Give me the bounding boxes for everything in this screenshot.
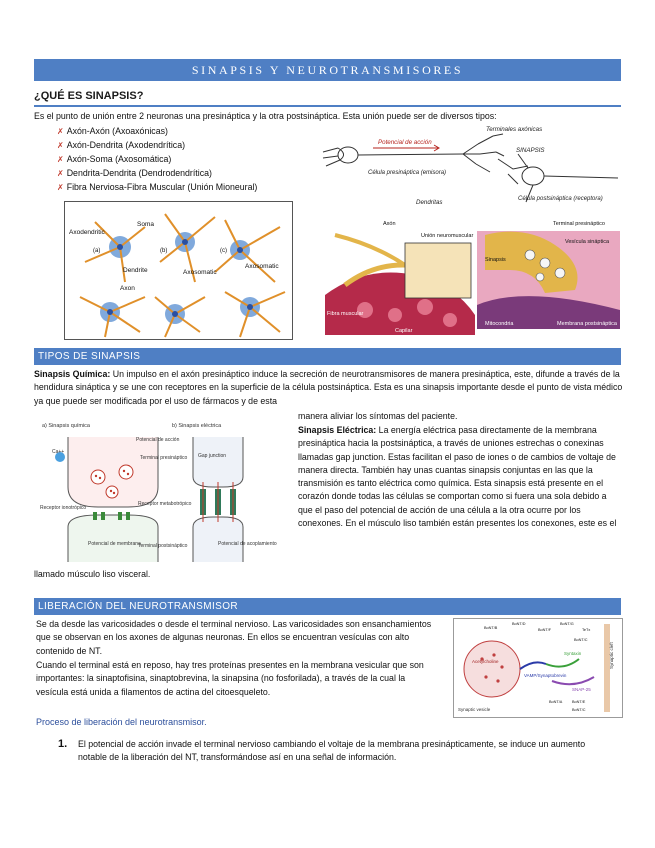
chemical-synapse-tail: manera aliviar los síntomas del paciente… <box>298 411 458 421</box>
fig-label-bont-1: BoNT/D <box>512 622 526 626</box>
label-axon: Axon <box>120 285 135 292</box>
synapse-type-label: Dendrita-Dendrita (Dendrodendrítica) <box>66 168 212 178</box>
label-c: (c) <box>220 248 227 254</box>
label-dendrites: Dendritas <box>416 199 442 206</box>
label-b: (b) <box>160 248 167 254</box>
label-axodendritic: Axodendritic <box>69 229 106 236</box>
label-nmj-fibra: Fibra muscular <box>327 311 364 317</box>
synapse-type-item: ✗Axón-Axón (Axoaxónicas) <box>57 125 168 138</box>
label-nmj-axon: Axón <box>383 221 396 227</box>
bullet-cross-icon: ✗ <box>57 127 64 136</box>
label-nmj-capilar: Capilar <box>395 328 413 334</box>
fig-label-receptor: Receptor ionotrópico <box>40 505 86 511</box>
fig-label-acopl: Potencial de acoplamiento <box>218 541 277 547</box>
label-a: (a) <box>93 248 100 254</box>
section-bar-tipos: TIPOS DE SINAPSIS <box>34 348 621 365</box>
section-bar-liberacion: LIBERACIÓN DEL NEUROTRANSMISOR <box>34 598 621 615</box>
release-paragraph-1: Se da desde las varicosidades o desde el… <box>36 619 432 656</box>
step-text: El potencial de acción invade el termina… <box>78 739 586 763</box>
label-dendrite: Dendrite <box>123 267 148 274</box>
fig-label-bont-5: BoNT/C <box>574 638 588 642</box>
step-number: 1. <box>58 738 68 750</box>
label-pre: Célula presináptica (emisora) <box>368 170 446 176</box>
fig-label-bont-4: TeTx <box>582 628 590 632</box>
intro-paragraph: Es el punto de unión entre 2 neuronas un… <box>34 111 497 121</box>
fig-label-electrical: b) Sinapsis eléctrica <box>172 423 222 429</box>
fig-label-bont-3: BoNT/G <box>560 622 574 626</box>
bullet-cross-icon: ✗ <box>57 169 64 178</box>
chemical-synapse-text: Un impulso en el axón presináptico induc… <box>34 369 623 406</box>
label-nmj-mito: Mitocondria <box>485 321 514 327</box>
fig-label-metab: Receptor metabotrópico <box>138 501 192 507</box>
label-nmj-union: Unión neuromuscular <box>421 233 473 239</box>
label-nmj-membrana: Membrana postsináptica <box>557 321 618 327</box>
synapse-type-item: ✗Dendrita-Dendrita (Dendrodendrítica) <box>57 167 212 180</box>
synapse-type-label: Axón-Soma (Axosomática) <box>66 154 172 164</box>
fig-label-vesicle: Synaptic vesicle <box>458 707 491 712</box>
fig-label-bont-2: BoNT/F <box>538 628 552 632</box>
fig-label-gap: Gap junction <box>198 453 226 459</box>
fig-label-term: Terminal presináptico <box>140 455 187 461</box>
electrical-synapse-paragraph: Sinapsis Eléctrica: La energía eléctrica… <box>298 424 618 530</box>
bullet-cross-icon: ✗ <box>57 141 64 150</box>
bullet-cross-icon: ✗ <box>57 155 64 164</box>
label-soma: Soma <box>137 221 154 228</box>
fig-label-bont-6: BoNT/A <box>549 700 563 704</box>
bullet-cross-icon: ✗ <box>57 183 64 192</box>
label-nmj-sinapsis: Sinapsis <box>485 257 506 263</box>
fig-label-vamp: VAMP/Synaptobrevin <box>524 673 567 678</box>
section-divider <box>34 105 621 107</box>
synapse-type-label: Fibra Nerviosa-Fibra Muscular (Unión Mio… <box>66 182 258 192</box>
fig-label-ach: Acetylcholine <box>472 659 499 664</box>
label-axosomatic-1: Axosomatic <box>183 269 217 276</box>
fig-label-bont-8: BoNT/C <box>572 708 586 712</box>
chemical-electrical-synapse-figure: a) Sinapsis química b) Sinapsis eléctric… <box>38 417 286 562</box>
electrical-synapse-tail: llamado músculo liso visceral. <box>34 569 151 579</box>
label-terminals: Terminales axónicas <box>486 126 542 133</box>
fig-label-ca: Ca++ <box>52 449 64 455</box>
label-nmj-terminal: Terminal presináptico <box>553 221 605 227</box>
label-nmj-vesicula: Vesícula sináptica <box>565 239 610 245</box>
label-axosomatic-2: Axosomatic <box>245 263 279 270</box>
label-synapse: SINAPSIS <box>516 147 545 154</box>
electrical-synapse-text: La energía eléctrica pasa directamente d… <box>298 425 617 529</box>
synapse-type-label: Axón-Dendrita (Axodendrítica) <box>66 140 186 150</box>
synapse-type-item: ✗Axón-Dendrita (Axodendrítica) <box>57 139 185 152</box>
page-title: SINAPSIS Y NEUROTRANSMISORES <box>34 59 621 81</box>
snare-vesicle-figure: Acetylcholine VAMP/Synaptobrevin Syntaxi… <box>453 618 623 718</box>
chemical-synapse-paragraph: Sinapsis Química: Un impulso en el axón … <box>34 368 624 408</box>
synapse-types-figure: Axodendritic Soma Axosomatic Axosomatic … <box>64 201 293 340</box>
synapse-type-item: ✗Axón-Soma (Axosomática) <box>57 153 171 166</box>
fig-label-bont-7: BoNT/E <box>572 700 586 704</box>
fig-label-snap: SNAP-25 <box>572 687 591 692</box>
neuromuscular-junction-figure: Axón Unión neuromuscular Fibra muscular … <box>325 215 623 335</box>
release-process-link[interactable]: Proceso de liberación del neurotransmiso… <box>36 717 207 727</box>
section-heading-que-es-sinapsis: ¿QUÉ ES SINAPSIS? <box>34 90 144 102</box>
label-post: Célula postsináptica (receptora) <box>518 196 603 202</box>
synapse-type-item: ✗Fibra Nerviosa-Fibra Muscular (Unión Mi… <box>57 181 257 194</box>
release-paragraph-2: Cuando el terminal está en reposo, hay t… <box>36 660 424 697</box>
fig-label-bont-0: BoNT/B <box>484 626 498 630</box>
fig-label-postsin: Terminal postsináptico <box>138 543 188 549</box>
fig-label-cleft: Synaptic cleft <box>609 641 614 669</box>
fig-label-potmem: Potencial de membrana <box>88 541 141 547</box>
fig-label-chemical: a) Sinapsis química <box>42 423 91 429</box>
synapse-type-label: Axón-Axón (Axoaxónicas) <box>66 126 168 136</box>
label-impulse: Potencial de acción <box>378 139 432 146</box>
chemical-synapse-label: Sinapsis Química: <box>34 369 111 379</box>
fig-label-syntaxin: Syntaxin <box>564 651 582 656</box>
electrical-synapse-label: Sinapsis Eléctrica: <box>298 425 377 435</box>
fig-label-pot: Potencial de acción <box>136 437 180 443</box>
neuron-sketch-figure: Potencial de acción Terminales axónicas … <box>318 124 623 210</box>
